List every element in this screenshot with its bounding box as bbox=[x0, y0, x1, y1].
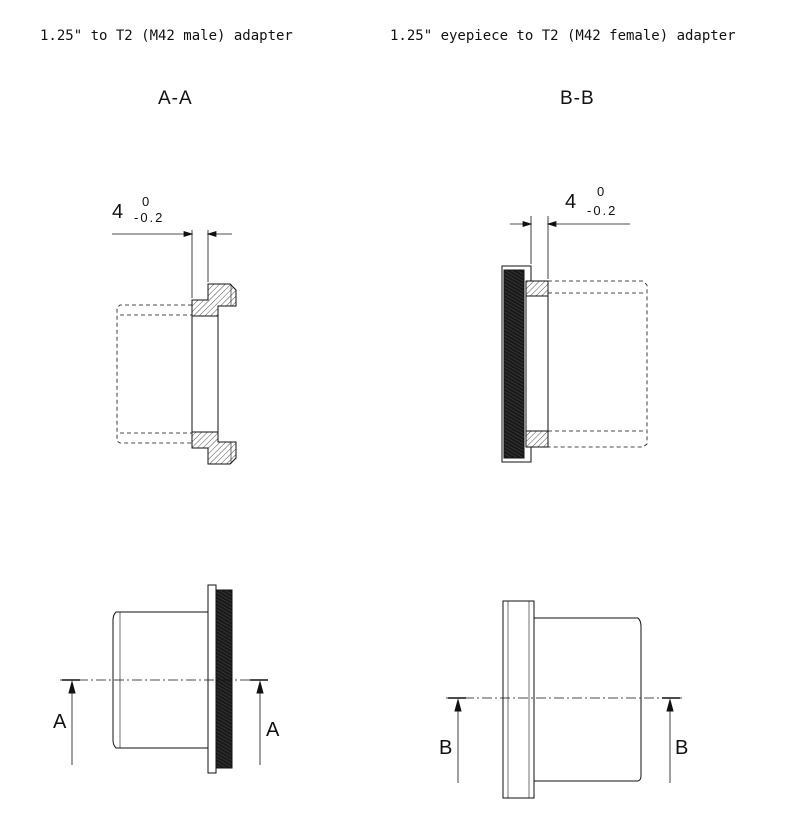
dimension-right bbox=[510, 216, 630, 279]
cut-label-left-2: A bbox=[266, 719, 280, 741]
adapter-body-upper-left bbox=[191, 283, 237, 317]
cut-label-right-2: B bbox=[675, 737, 688, 759]
dimension-upper-left: 0 bbox=[142, 194, 151, 209]
dimension-lower-right: -0.2 bbox=[587, 203, 617, 218]
thread-side-left bbox=[215, 589, 233, 769]
cut-label-right-1: B bbox=[439, 737, 452, 759]
section-label-left: A-A bbox=[158, 88, 193, 109]
dimension-upper-right: 0 bbox=[597, 184, 606, 199]
dimension-nominal-left: 4 bbox=[112, 201, 123, 223]
ghost-barrel-left bbox=[116, 304, 192, 444]
internal-thread-right bbox=[503, 269, 525, 459]
shoulder-upper-right bbox=[525, 280, 549, 297]
ghost-barrel-right bbox=[548, 280, 648, 448]
dimension-left bbox=[112, 230, 232, 298]
section-view-left bbox=[116, 283, 237, 465]
section-view-right bbox=[501, 265, 648, 463]
dimension-nominal-right: 4 bbox=[565, 191, 576, 213]
side-view-left bbox=[112, 584, 233, 774]
cut-line-right bbox=[446, 697, 682, 783]
cut-label-left-1: A bbox=[53, 711, 67, 733]
cut-line-left bbox=[60, 679, 270, 765]
flange-side-left bbox=[207, 584, 217, 774]
side-view-right bbox=[502, 600, 642, 799]
barrel-side-left bbox=[112, 611, 211, 749]
shoulder-lower-right bbox=[525, 430, 549, 448]
flange-side-right bbox=[502, 600, 535, 799]
dimension-lower-left: -0.2 bbox=[134, 210, 164, 225]
barrel-side-right bbox=[533, 617, 642, 782]
adapter-body-lower-left bbox=[191, 431, 237, 465]
left-title: 1.25" to T2 (M42 male) adapter bbox=[40, 28, 293, 44]
right-title: 1.25" eyepiece to T2 (M42 female) adapte… bbox=[390, 28, 736, 44]
section-label-right: B-B bbox=[560, 88, 595, 109]
